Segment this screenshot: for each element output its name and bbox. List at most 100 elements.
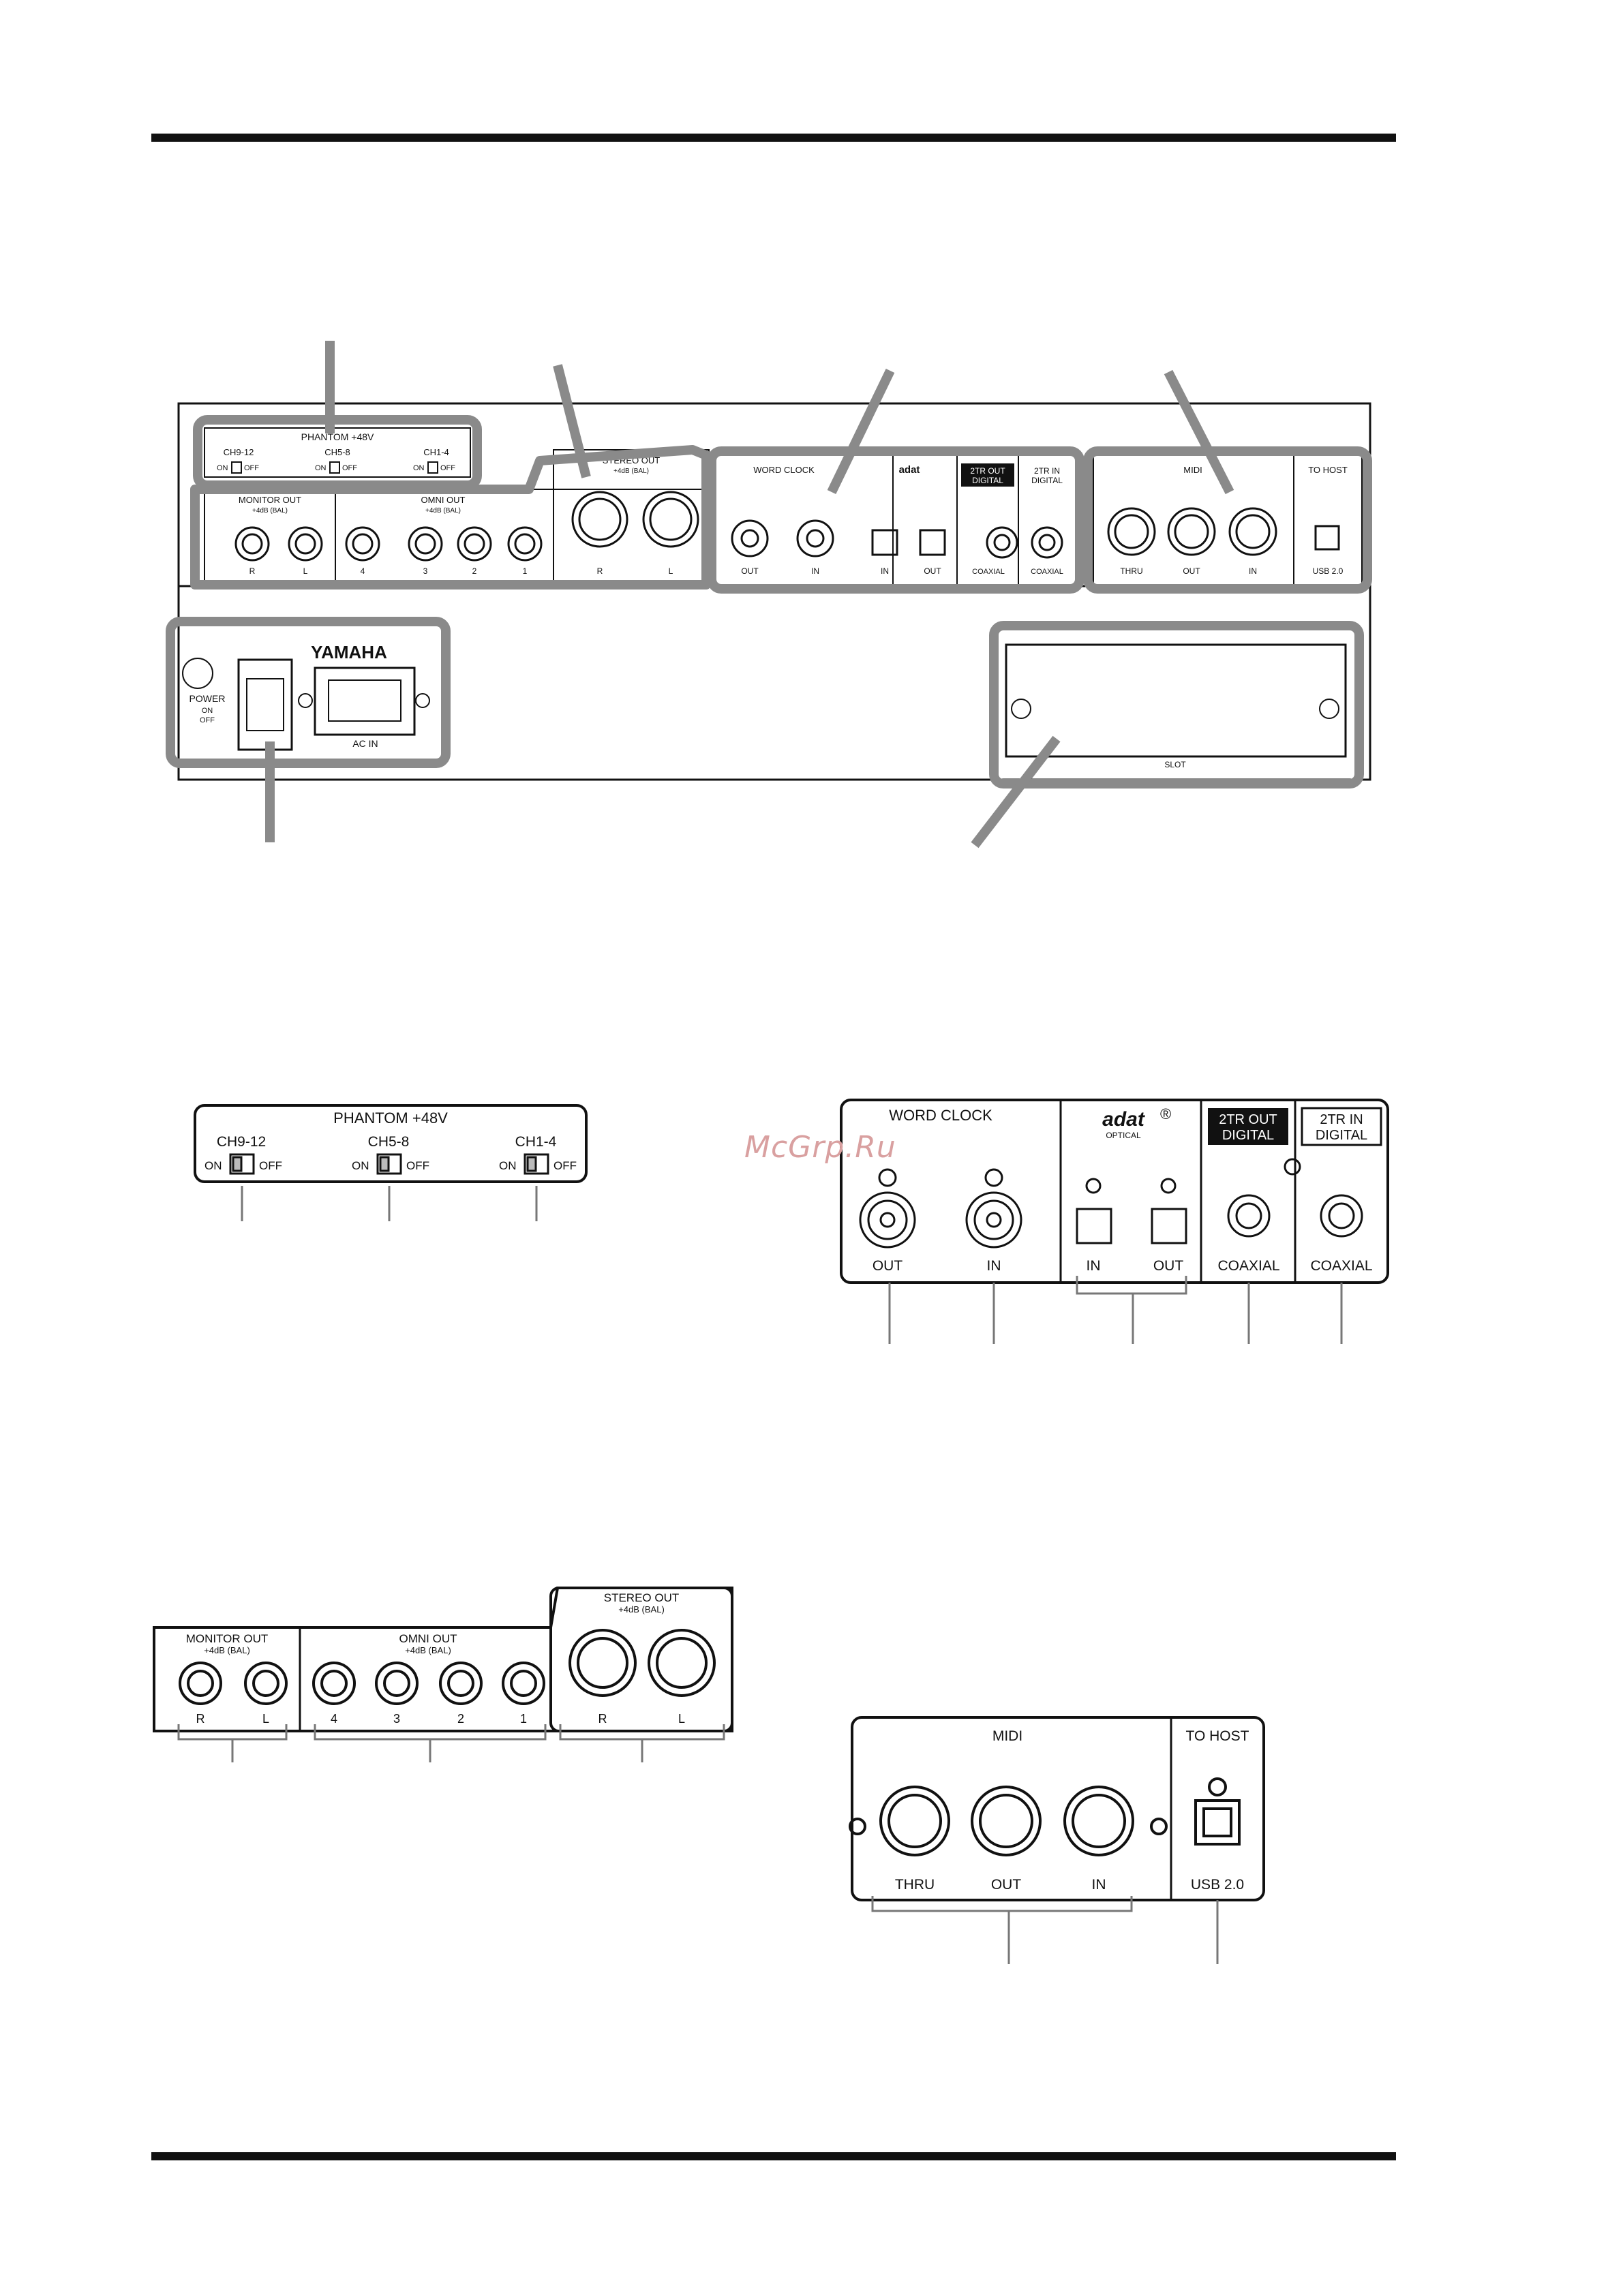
detail-switch-knob	[379, 1156, 390, 1172]
detail-jack-label: OUT	[1153, 1258, 1184, 1274]
overview-xlr-jack[interactable]	[642, 491, 699, 548]
detail-jack-label: COAXIAL	[1217, 1258, 1279, 1274]
detail-word-clock-led	[984, 1168, 1003, 1187]
detail-jack-label: 4	[331, 1712, 337, 1726]
detail-jack-ring	[320, 1670, 348, 1697]
detail-jack-label: IN	[987, 1258, 1001, 1274]
detail-word-clock-led	[878, 1168, 897, 1187]
detail-midi-out[interactable]	[971, 1786, 1042, 1856]
detail-coaxial-out[interactable]	[1227, 1194, 1271, 1238]
overview-midi-in[interactable]	[1228, 507, 1277, 556]
overview-ac-inlet[interactable]	[314, 667, 416, 736]
detail-phantom-switch-ch9-12[interactable]	[229, 1153, 255, 1175]
callout-highlights	[166, 341, 1372, 848]
overview-bnc-out[interactable]	[731, 519, 769, 557]
detail-word-clock-title: WORD CLOCK	[889, 1107, 992, 1124]
overview-on-label: ON	[217, 464, 228, 472]
overview-omni-jack[interactable]	[408, 526, 443, 562]
overview-to-host-title: TO HOST	[1308, 465, 1348, 475]
detail-omni-jack-3[interactable]	[375, 1662, 419, 1705]
overview-omni-jack[interactable]	[345, 526, 380, 562]
overview-usb-port[interactable]	[1314, 525, 1340, 551]
detail-phantom-frame	[194, 1104, 588, 1183]
overview-ground-screw	[182, 658, 213, 689]
overview-jack-label: IN	[881, 566, 889, 576]
overview-slot[interactable]	[1005, 643, 1347, 758]
detail-omni-jack-2[interactable]	[439, 1662, 483, 1705]
overview-optical-in[interactable]	[871, 529, 898, 556]
overview-phantom-switch[interactable]	[231, 461, 242, 474]
overview-omni-jack[interactable]	[457, 526, 492, 562]
detail-bnc-out[interactable]	[859, 1191, 916, 1249]
overview-jack-label: OUT	[924, 566, 941, 576]
detail-tr-out-title: DIGITAL	[1222, 1128, 1274, 1143]
overview-tr-out-title: 2TR OUT	[970, 466, 1005, 476]
overview-xlr-jack[interactable]	[571, 491, 628, 548]
detail-optical-out[interactable]	[1151, 1208, 1187, 1244]
detail-din-ring	[888, 1794, 942, 1848]
overview-tr-in-title: 2TR IN	[1034, 466, 1060, 476]
overview-power-off: OFF	[200, 716, 215, 724]
detail-xlr-jack-r[interactable]	[568, 1629, 637, 1697]
overview-midi-thru[interactable]	[1107, 507, 1156, 556]
detail-xlr-ring	[577, 1637, 628, 1689]
detail-level-label: +4dB (BAL)	[204, 1645, 250, 1655]
overview-monitor-out-title: MONITOR OUT	[239, 495, 301, 505]
overview-phantom-switch[interactable]	[329, 461, 340, 474]
detail-jack-label: L	[262, 1712, 269, 1726]
overview-power-on: ON	[202, 707, 213, 715]
overview-jack-label: THRU	[1120, 566, 1142, 576]
top-rule	[151, 134, 1396, 142]
overview-ac-in-label: AC IN	[352, 738, 378, 749]
detail-usb-port[interactable]	[1194, 1799, 1241, 1846]
overview-coaxial-in[interactable]	[1031, 526, 1063, 559]
overview-jack-label: OUT	[1183, 566, 1200, 576]
detail-xlr-jack-l[interactable]	[648, 1629, 716, 1697]
detail-midi-title: MIDI	[992, 1728, 1022, 1744]
overview-bnc-in[interactable]	[796, 519, 834, 557]
detail-stereo-out-title: STEREO OUT	[604, 1591, 680, 1604]
overview-power-label: POWER	[189, 693, 226, 704]
detail-midi-frame	[851, 1716, 1265, 1901]
overview-adat-logo: adat	[899, 464, 920, 476]
overview-jack-label: IN	[811, 566, 819, 576]
detail-midi-in[interactable]	[1063, 1786, 1134, 1856]
overview-optical-out[interactable]	[919, 529, 946, 556]
detail-usb-inner	[1202, 1807, 1232, 1837]
detail-switch-knob	[232, 1156, 243, 1172]
detail-omni-jack-4[interactable]	[312, 1662, 356, 1705]
overview-phantom-switches: CH9-12 CH5-8 CH1-4 ON OFF ON OFF ON OFF	[217, 447, 455, 474]
overview-monitor-jack[interactable]	[288, 526, 323, 562]
overview-midi-out[interactable]	[1167, 507, 1216, 556]
detail-bnc-ring	[867, 1199, 908, 1240]
detail-jack-ring	[187, 1670, 214, 1697]
detail-monitor-jack-r[interactable]	[179, 1662, 222, 1705]
detail-phantom-switch-ch1-4[interactable]	[524, 1153, 549, 1175]
detail-midi-led	[1150, 1818, 1168, 1835]
detail-phantom-switch-ch5-8[interactable]	[376, 1153, 402, 1175]
callout-leader-slot	[971, 735, 1061, 848]
detail-bnc-in[interactable]	[965, 1191, 1022, 1249]
detail-level-label: +4dB (BAL)	[618, 1604, 665, 1614]
detail-omni-jack-1[interactable]	[502, 1662, 545, 1705]
overview-xlr-ring	[649, 498, 693, 541]
callout-leader-digital	[827, 368, 895, 495]
overview-jack-label: L	[303, 566, 308, 576]
detail-jack-ring	[252, 1670, 279, 1697]
overview-phantom-switch[interactable]	[427, 461, 438, 474]
overview-brand-logo: YAMAHA	[311, 642, 387, 662]
overview-on-label: ON	[315, 464, 327, 472]
overview-tr-out-badge	[961, 463, 1014, 487]
overview-inlet-screw	[415, 693, 430, 708]
detail-coaxial-in[interactable]	[1320, 1194, 1363, 1238]
overview-coaxial-out[interactable]	[986, 526, 1018, 559]
overview-monitor-jack[interactable]	[234, 526, 270, 562]
detail-monitor-jack-l[interactable]	[244, 1662, 288, 1705]
detail-midi-thru[interactable]	[879, 1786, 950, 1856]
detail-jack-label: THRU	[895, 1877, 935, 1893]
detail-optical-in[interactable]	[1076, 1208, 1112, 1244]
detail-stereo-frame	[549, 1587, 733, 1732]
detail-coaxial-led	[1284, 1158, 1301, 1176]
detail-din-ring	[979, 1794, 1033, 1848]
overview-omni-jack[interactable]	[507, 526, 543, 562]
